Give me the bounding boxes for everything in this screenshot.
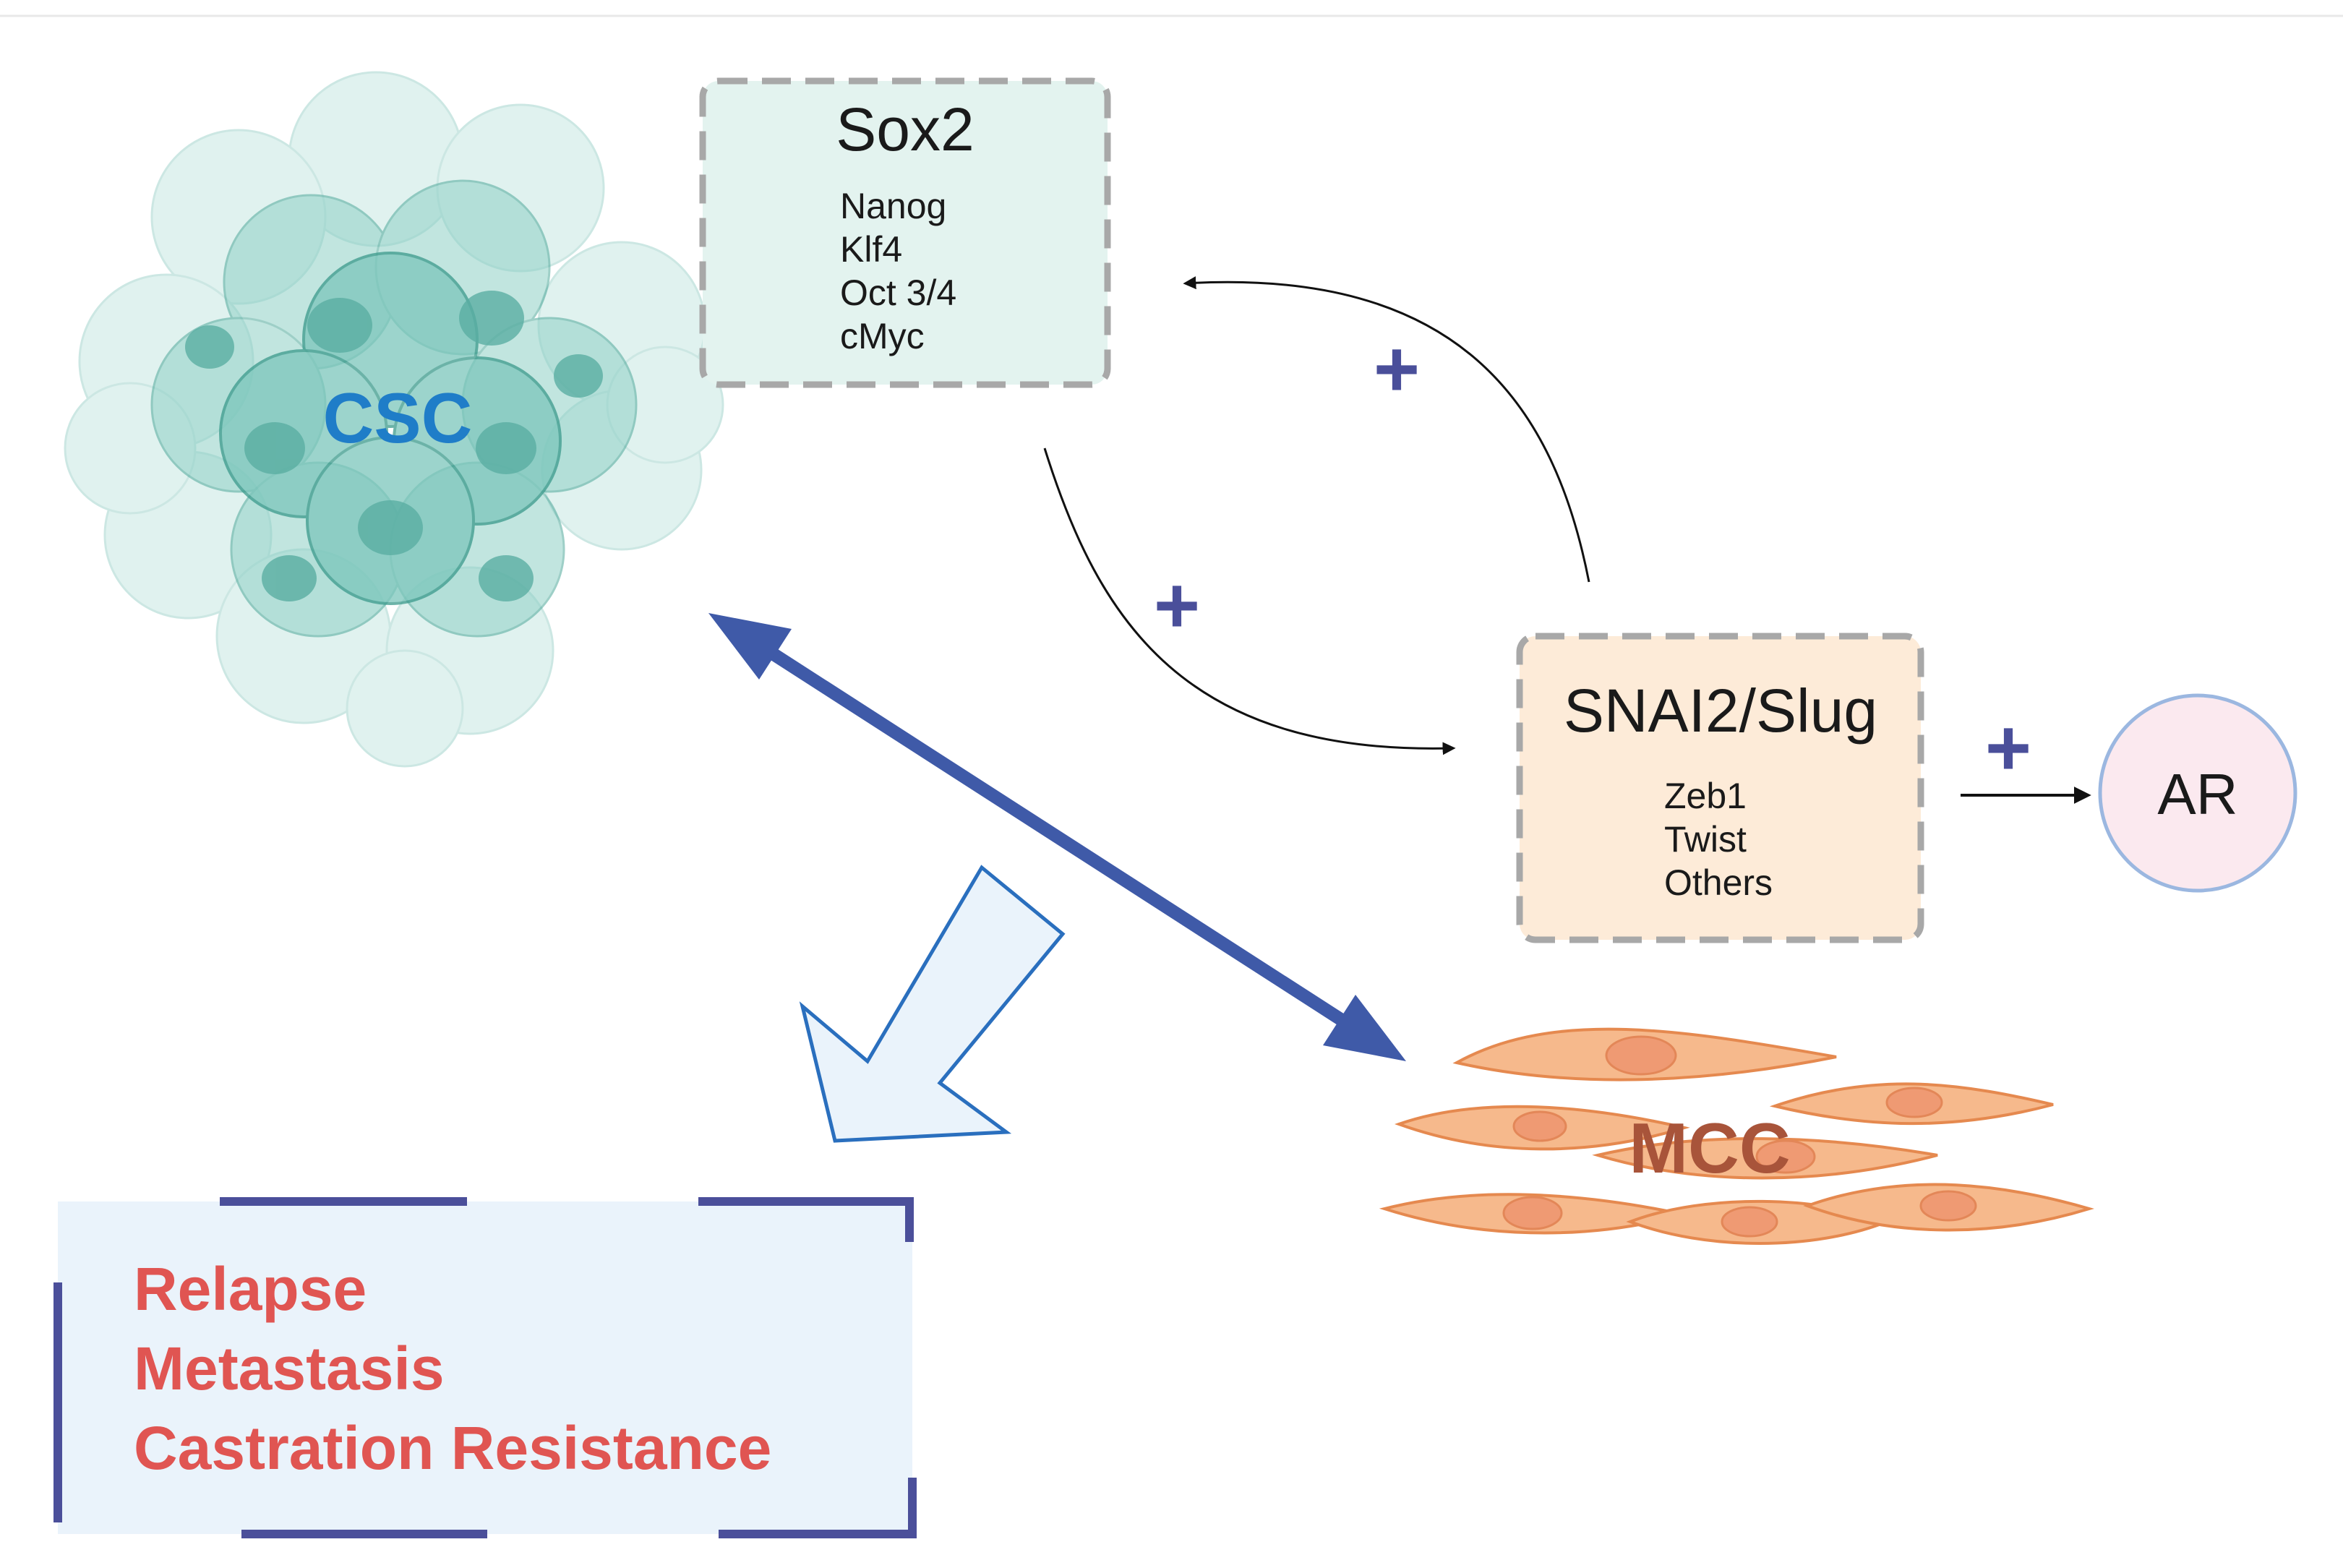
csc-mcc-double-arrow	[708, 613, 1406, 1061]
sox2-item: Klf4	[840, 229, 902, 270]
plus-sign-ar: +	[1985, 703, 2031, 792]
sox2-to-slug-arrow	[1043, 447, 1456, 755]
stem-cell-cluster-icon	[64, 71, 724, 768]
mcc-label: MCC	[1629, 1108, 1790, 1188]
hollow-down-left-arrow-icon	[799, 865, 1066, 1143]
slug-item: Zeb1	[1664, 776, 1747, 816]
slug-box: SNAI2/Slug Zeb1 Twist Others	[1516, 633, 1924, 943]
slug-item: Twist	[1664, 819, 1747, 860]
sox2-title: Sox2	[836, 95, 974, 163]
outcome-relapse: Relapse	[134, 1255, 367, 1323]
sox2-item: Nanog	[840, 186, 946, 226]
outcome-box: Relapse Metastasis Castration Resistance	[53, 1197, 917, 1538]
csc-label: CSC	[323, 378, 473, 458]
outcome-castration-resistance: Castration Resistance	[134, 1414, 771, 1482]
slug-item: Others	[1664, 862, 1773, 903]
mesenchymal-cells-icon	[1379, 1027, 2094, 1245]
sox2-item: Oct 3/4	[840, 273, 956, 313]
sox2-box: Sox2 Nanog Klf4 Oct 3/4 cMyc	[699, 77, 1111, 388]
sox2-item: cMyc	[840, 316, 925, 356]
ar-label: AR	[2157, 762, 2237, 826]
slug-to-sox2-arrow	[1183, 276, 1590, 583]
outcome-metastasis: Metastasis	[134, 1334, 445, 1402]
ar-node	[2098, 693, 2297, 893]
plus-sign-upper: +	[1374, 325, 1420, 414]
slug-title: SNAI2/Slug	[1564, 677, 1877, 745]
plus-sign-lower: +	[1154, 561, 1200, 650]
